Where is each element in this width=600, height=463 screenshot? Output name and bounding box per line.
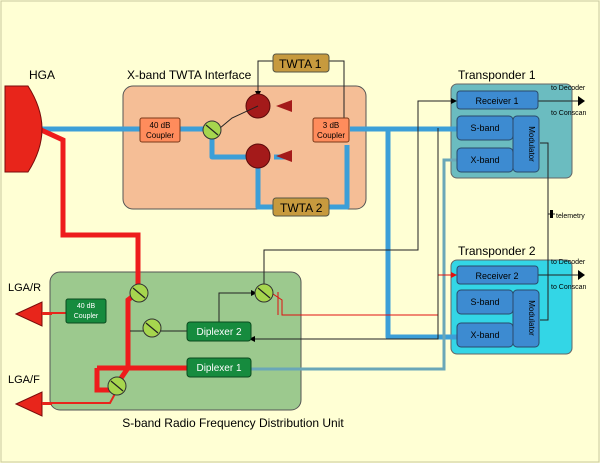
receiver1-label: Receiver 1 <box>475 96 518 106</box>
transponder1-label: Transponder 1 <box>458 68 536 82</box>
rfdu-label: S-band Radio Frequency Distribution Unit <box>122 416 344 430</box>
diplexer2-label: Diplexer 2 <box>196 327 241 338</box>
twta2-block <box>272 197 330 217</box>
xband-twta2-block-to-coupler <box>329 145 350 210</box>
lga-f-feed <box>42 402 52 405</box>
lga-r-feed <box>42 312 52 315</box>
receiver2-label: Receiver 2 <box>475 271 518 281</box>
modulator1-label: Modulator <box>527 126 536 162</box>
signal-lines <box>130 60 580 342</box>
coupler40-top-l2: Coupler <box>146 131 174 140</box>
diplexer1-box <box>186 357 252 378</box>
diplexer1-label: Diplexer 1 <box>196 363 241 374</box>
xband-thin-lines <box>250 158 458 371</box>
twta1-label: TWTA 1 <box>279 57 322 71</box>
line-to-receiver2 <box>269 272 457 316</box>
diplexer2-box <box>186 321 252 342</box>
telemetry-label: telemetry <box>556 213 585 220</box>
xband-twta2-block-in <box>255 168 273 210</box>
modulator1-box <box>512 115 540 173</box>
output-arrows <box>550 96 585 280</box>
coupler40-bottom-l1: 40 dB <box>77 303 96 310</box>
to-conscan-2: to Conscan <box>551 284 587 291</box>
coupler-40db-bottom <box>65 298 107 324</box>
lga-f-antenna-icon <box>14 391 43 417</box>
line-sband-to-diplexer2 <box>249 128 439 342</box>
coupler3-l2: Coupler <box>317 131 345 140</box>
coupler-40db-top <box>139 117 181 143</box>
transponder2-label: Transponder 2 <box>458 244 536 258</box>
coupler40-top-l1: 40 dB <box>150 121 171 130</box>
sband1-label: S-band <box>470 123 499 133</box>
twta1-amp-icon <box>276 100 292 112</box>
sband-hga-to-switch1 <box>37 126 141 292</box>
line-diplexer1-to-xband1 <box>250 158 458 371</box>
twta2-tube-icon <box>245 143 271 169</box>
line-twta1-to-tube1 <box>255 60 273 97</box>
coupler3-l1: 3 dB <box>323 121 339 130</box>
twta1-block <box>272 53 330 73</box>
receiver1-box <box>456 90 539 110</box>
coupler-3db <box>312 117 350 143</box>
to-conscan-1: to Conscan <box>551 110 587 117</box>
twta-interface-box <box>122 85 367 210</box>
twta2-amp-icon <box>276 150 292 162</box>
line-diplexer2-to-switch <box>218 290 257 331</box>
receiver2-box <box>456 265 539 285</box>
lga-r-label: LGA/R <box>8 282 41 294</box>
xband2-label: X-band <box>470 330 499 340</box>
hga-label: HGA <box>29 68 55 82</box>
twta-interface-label: X-band TWTA Interface <box>127 68 252 82</box>
line-modulators-telemetry <box>540 142 549 321</box>
coupler40-bottom-l2: Coupler <box>74 313 99 320</box>
sband2-label: S-band <box>470 297 499 307</box>
twta2-label: TWTA 2 <box>280 201 323 215</box>
modulator2-box <box>512 289 540 348</box>
modulator2-label: Modulator <box>527 300 536 336</box>
hga-antenna-icon <box>4 85 43 173</box>
to-decoder-2: to Decoder <box>551 259 586 266</box>
xband1-label: X-band <box>470 155 499 165</box>
line-coupler-to-twta1 <box>329 60 345 123</box>
line-switch-to-receiver1 <box>263 98 457 292</box>
sband-thin-lines <box>269 272 457 316</box>
to-decoder-1: to Decoder <box>551 85 586 92</box>
lga-r-antenna-icon <box>14 301 43 327</box>
lga-f-label: LGA/F <box>8 374 40 386</box>
